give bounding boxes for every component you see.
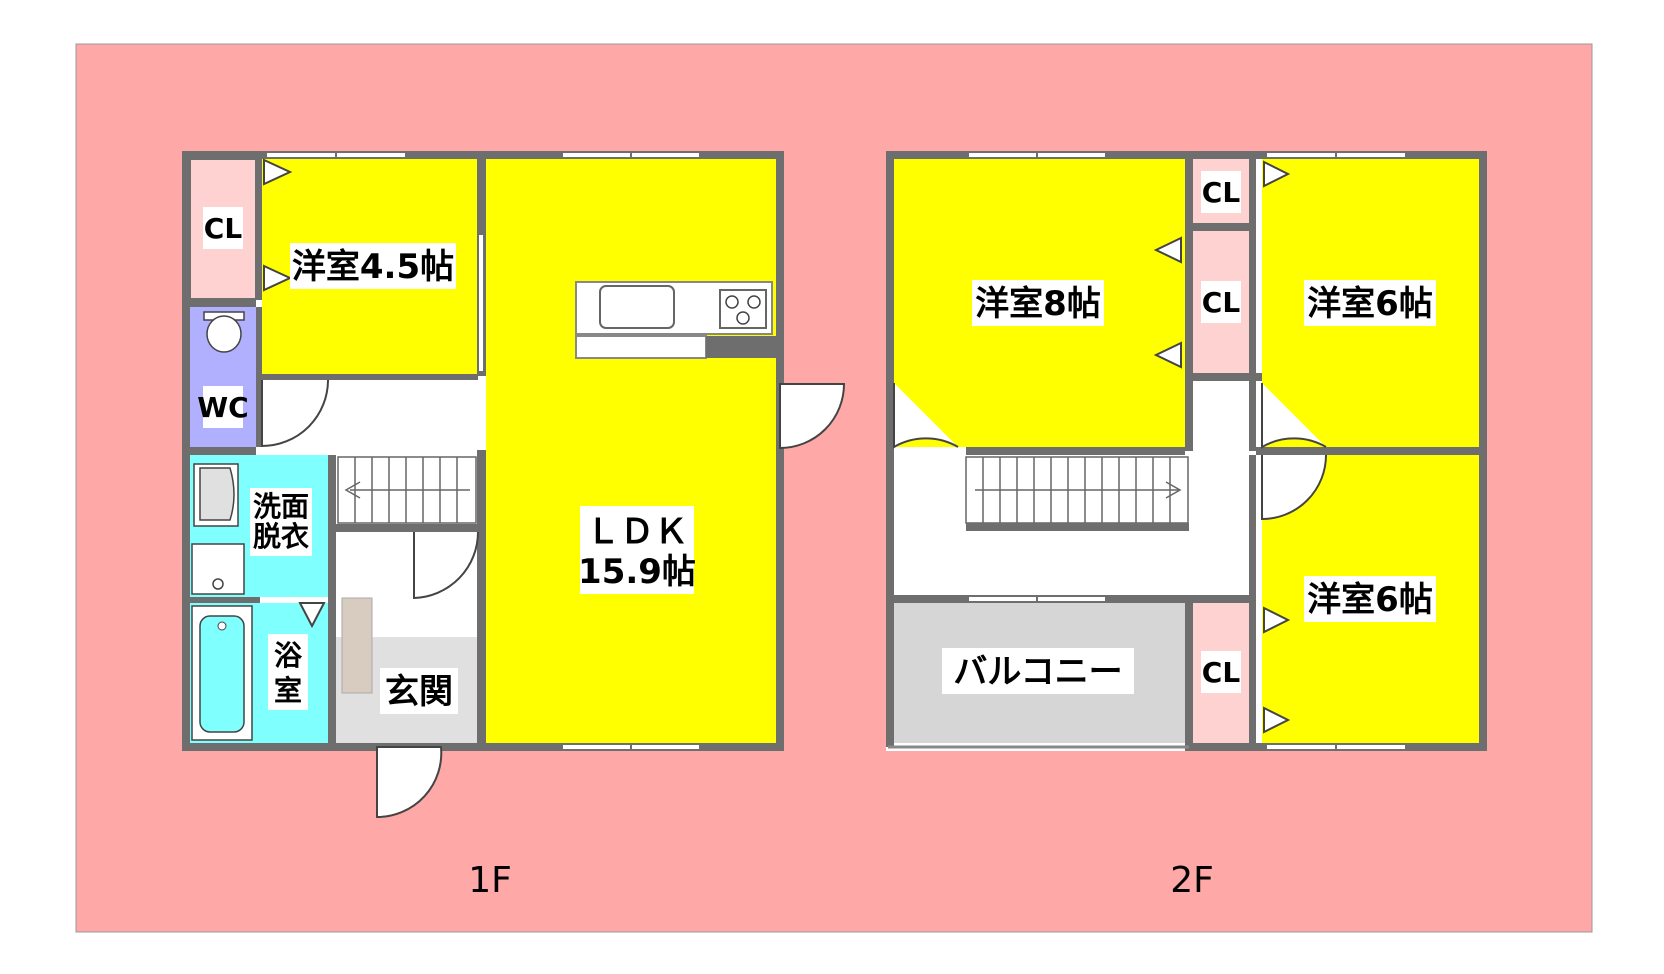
- label-washroom-line1: 洗面: [253, 490, 309, 523]
- label-ldk-line1: ＬＤＫ: [586, 512, 688, 552]
- label-bg-balcony: [942, 648, 1134, 694]
- label-western-4-5: 洋室4.5帖: [292, 247, 454, 287]
- shoe-cabinet: [341, 597, 373, 694]
- windows-2f: [967, 151, 1407, 751]
- toilet-fixture: [203, 311, 245, 353]
- exterior-walls-1f: [182, 151, 784, 751]
- windows-1f: [265, 151, 701, 751]
- label-entrance: 玄関: [385, 672, 453, 712]
- washer-fixture: [191, 543, 245, 595]
- label-bg-closet-2f-middle: [1201, 281, 1241, 323]
- floor-label-2f: 2F: [1170, 860, 1214, 901]
- label-bath-char1: 浴: [274, 639, 303, 672]
- label-bg-western-6-top: [1304, 280, 1436, 326]
- doors-2f: [893, 160, 1327, 734]
- stairs-treads-1f: [337, 456, 477, 524]
- label-bg-western-4-5: [290, 243, 456, 289]
- label-bath-char2: 室: [274, 674, 302, 707]
- room-ldk: [486, 159, 776, 743]
- label-bg-western-8: [972, 280, 1104, 326]
- label-washroom-line2: 脱衣: [253, 520, 309, 553]
- floor-label-1f: 1F: [468, 860, 512, 901]
- label-western-6-bottom: 洋室6帖: [1307, 580, 1433, 620]
- stairs-treads-2f: [965, 456, 1189, 524]
- label-bg-closet-2f-bottom: [1201, 651, 1241, 693]
- label-bg-washroom: [250, 488, 312, 556]
- bathtub-fixture: [191, 605, 253, 741]
- washbasin-fixture: [193, 463, 239, 527]
- label-bg-entrance: [380, 668, 458, 714]
- label-closet-2f-bottom: CL: [1202, 656, 1241, 689]
- doors-1f: [261, 158, 846, 819]
- label-bg-wc: [203, 386, 243, 428]
- label-closet-2f-middle: CL: [1202, 286, 1241, 319]
- label-bg-ldk: [580, 506, 694, 594]
- label-bg-closet-1f: [203, 207, 243, 249]
- label-closet-2f-top: CL: [1202, 176, 1241, 209]
- label-ldk-line2: 15.9帖: [578, 552, 696, 592]
- label-western-6-top: 洋室6帖: [1307, 284, 1433, 324]
- label-wc: WC: [197, 391, 248, 424]
- first-floor: [182, 151, 846, 819]
- kitchen-counter: [575, 281, 776, 359]
- label-closet-1f: CL: [204, 212, 243, 245]
- label-western-8: 洋室8帖: [975, 284, 1101, 324]
- label-bg-closet-2f-top: [1201, 171, 1241, 213]
- label-balcony: バルコニー: [953, 652, 1122, 692]
- label-bg-bathroom: [268, 634, 308, 710]
- label-bg-western-6-bottom: [1304, 576, 1436, 622]
